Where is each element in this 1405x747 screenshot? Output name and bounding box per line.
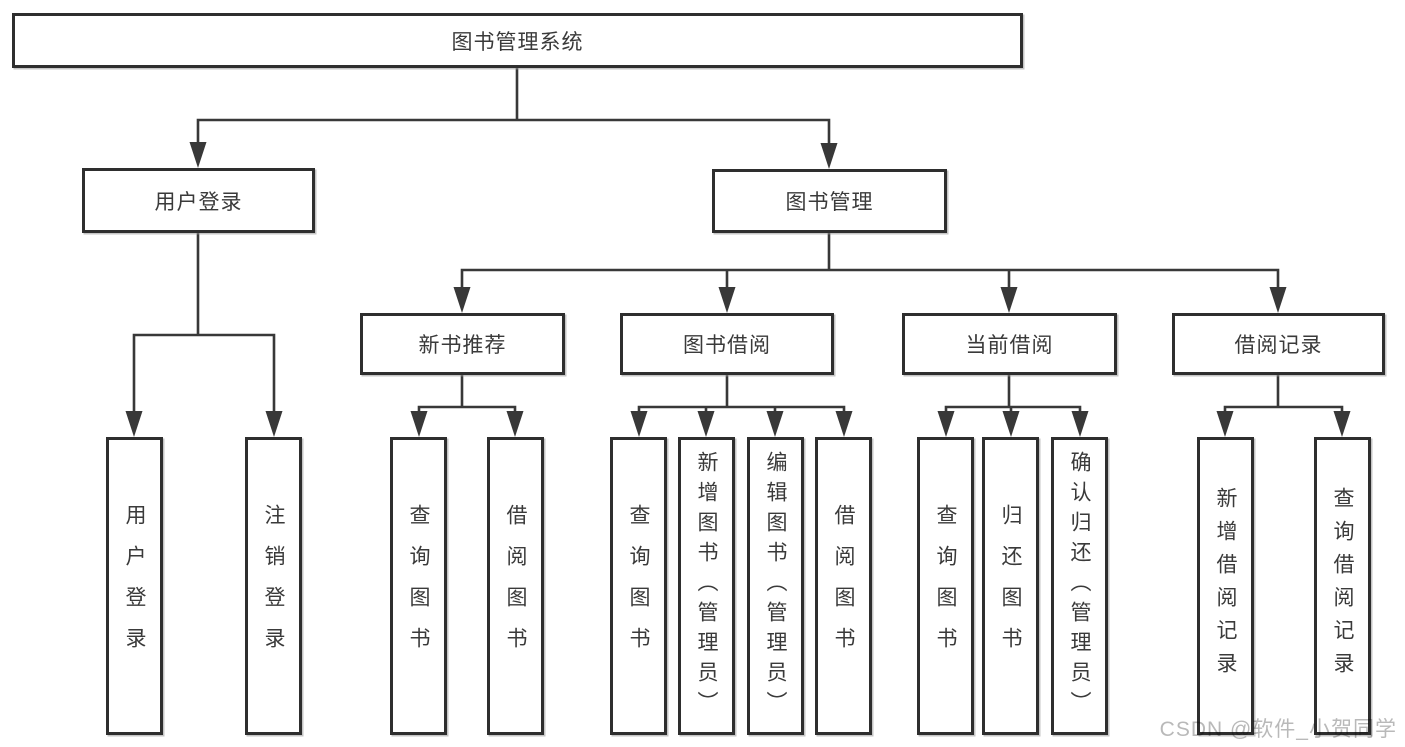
leaf-label: 编辑图书（管理员）: [764, 451, 787, 721]
node-current-borrowing: 当前借阅: [902, 313, 1117, 375]
leaf-label: 查询借阅记录: [1331, 487, 1354, 685]
leaf-label: 查询图书: [627, 504, 650, 668]
leaf-label: 查询图书: [934, 504, 957, 668]
leaf-confirm-return-admin: 确认归还（管理员）: [1051, 437, 1108, 735]
leaf-label: 查询图书: [407, 504, 430, 668]
node-user-login: 用户登录: [82, 168, 315, 233]
leaf-query-books-recommend: 查询图书: [390, 437, 447, 735]
leaf-return-books: 归还图书: [982, 437, 1039, 735]
watermark: CSDN @软件_小贺同学: [1159, 718, 1397, 741]
leaf-label: 借阅图书: [832, 504, 855, 668]
leaf-query-borrow-record: 查询借阅记录: [1314, 437, 1371, 735]
leaf-label: 借阅图书: [504, 504, 527, 668]
leaf-label: 注销登录: [262, 504, 285, 668]
leaf-label: 确认归还（管理员）: [1068, 451, 1091, 721]
leaf-query-books-current: 查询图书: [917, 437, 974, 735]
leaf-borrow-books-recommend: 借阅图书: [487, 437, 544, 735]
leaf-label: 归还图书: [999, 504, 1022, 668]
leaf-user-login: 用户登录: [106, 437, 163, 735]
leaf-add-borrow-record: 新增借阅记录: [1197, 437, 1254, 735]
node-book-borrowing: 图书借阅: [620, 313, 834, 375]
leaf-logout: 注销登录: [245, 437, 302, 735]
leaf-borrow-books: 借阅图书: [815, 437, 872, 735]
leaf-add-book-admin: 新增图书（管理员）: [678, 437, 735, 735]
leaf-query-books-borrowing: 查询图书: [610, 437, 667, 735]
node-library-system: 图书管理系统: [12, 13, 1023, 68]
node-borrowing-records: 借阅记录: [1172, 313, 1385, 375]
leaf-label: 新增图书（管理员）: [695, 451, 718, 721]
node-new-book-recommend: 新书推荐: [360, 313, 565, 375]
leaf-label: 新增借阅记录: [1214, 487, 1237, 685]
leaf-edit-book-admin: 编辑图书（管理员）: [747, 437, 804, 735]
node-book-management: 图书管理: [712, 169, 947, 233]
leaf-label: 用户登录: [123, 504, 146, 668]
